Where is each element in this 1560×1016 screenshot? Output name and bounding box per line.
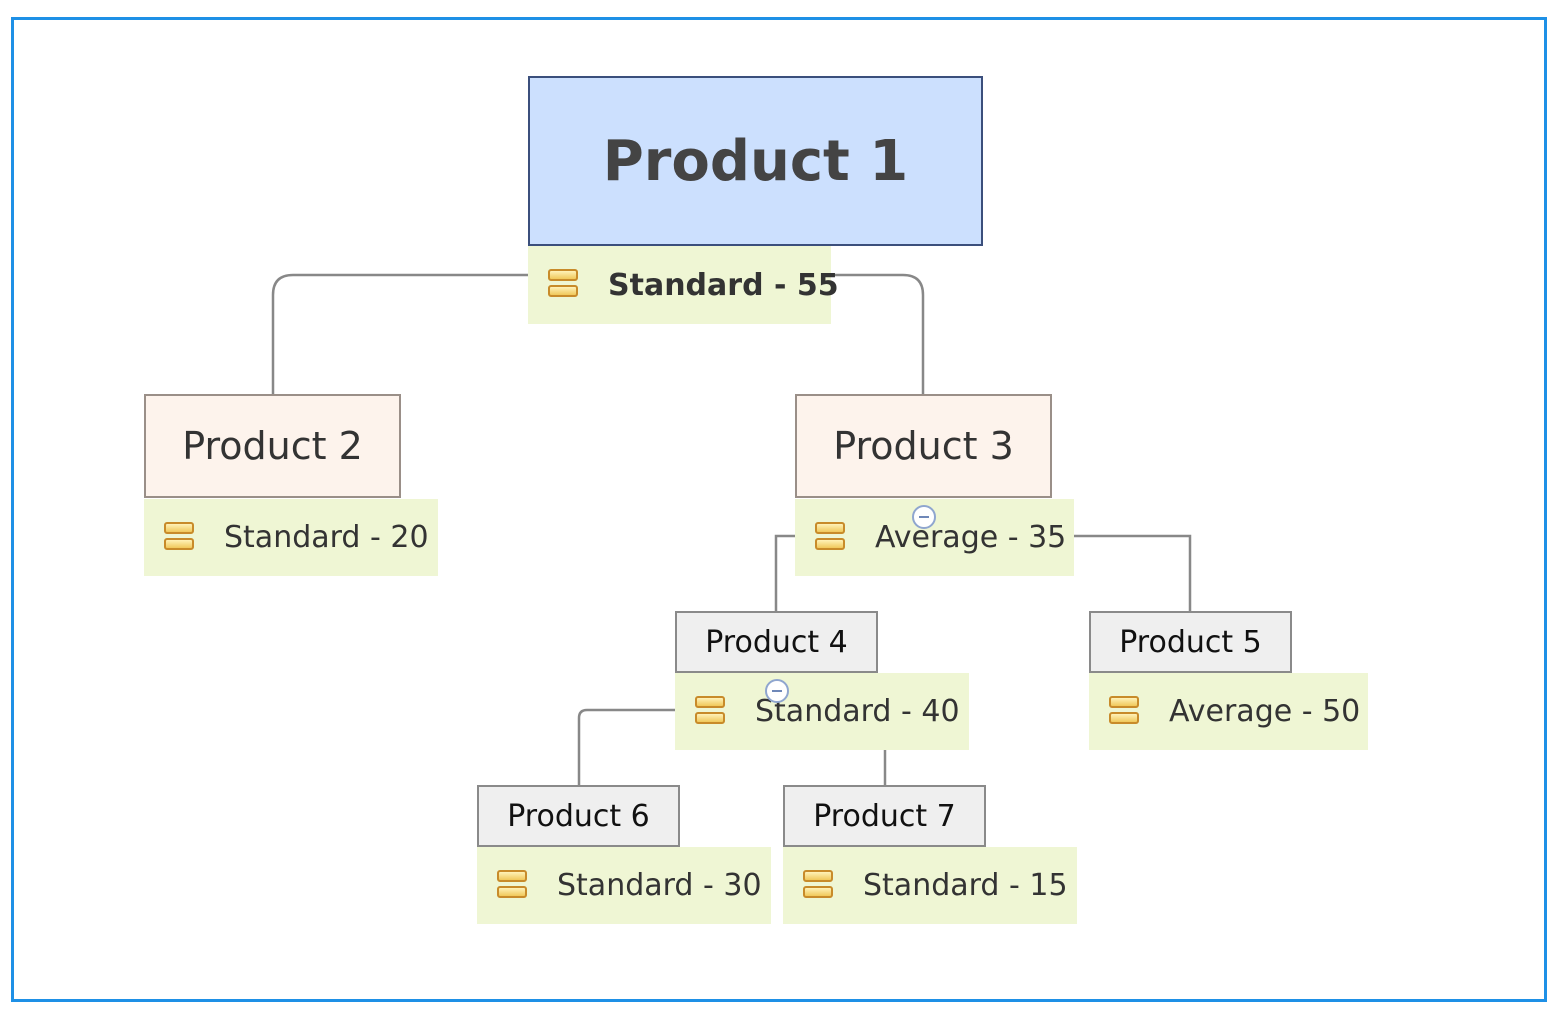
stacked-layers-icon [497, 869, 529, 902]
collapse-minus-icon[interactable] [765, 679, 789, 703]
node-product-1[interactable]: Product 1 [528, 76, 983, 246]
collapse-minus-icon[interactable] [912, 505, 936, 529]
link-p1-p2 [271, 273, 528, 395]
node-product-6[interactable]: Product 6 [477, 785, 680, 847]
note-product-6[interactable]: Standard - 30 [477, 847, 771, 924]
stacked-layers-icon [803, 869, 835, 902]
note-text: Standard - 40 [755, 694, 960, 729]
stacked-layers-icon [1109, 695, 1141, 728]
note-product-4[interactable]: Standard - 40 [675, 673, 969, 750]
note-product-3[interactable]: Average - 35 [795, 499, 1074, 576]
note-text: Standard - 55 [608, 267, 839, 303]
note-text: Standard - 30 [557, 868, 762, 903]
node-product-2[interactable]: Product 2 [144, 394, 401, 498]
link-p3-p4 [774, 534, 795, 611]
note-text: Average - 50 [1169, 694, 1361, 729]
node-product-3[interactable]: Product 3 [795, 394, 1052, 498]
note-product-2[interactable]: Standard - 20 [144, 499, 438, 576]
note-text: Standard - 20 [224, 520, 429, 555]
note-text: Average - 35 [875, 520, 1067, 555]
link-p4-p6 [577, 708, 675, 785]
note-product-1[interactable]: Standard - 55 [528, 246, 839, 324]
link-p1-p3 [830, 273, 925, 395]
note-text: Standard - 15 [863, 868, 1068, 903]
link-p3-p5 [1074, 534, 1192, 611]
stacked-layers-icon [815, 521, 847, 554]
stacked-layers-icon [164, 521, 196, 554]
note-product-7[interactable]: Standard - 15 [783, 847, 1077, 924]
note-product-5[interactable]: Average - 50 [1089, 673, 1368, 750]
stacked-layers-icon [695, 695, 727, 728]
node-product-7[interactable]: Product 7 [783, 785, 986, 847]
stacked-layers-icon [548, 269, 580, 301]
node-product-4[interactable]: Product 4 [675, 611, 878, 673]
node-product-5[interactable]: Product 5 [1089, 611, 1292, 673]
